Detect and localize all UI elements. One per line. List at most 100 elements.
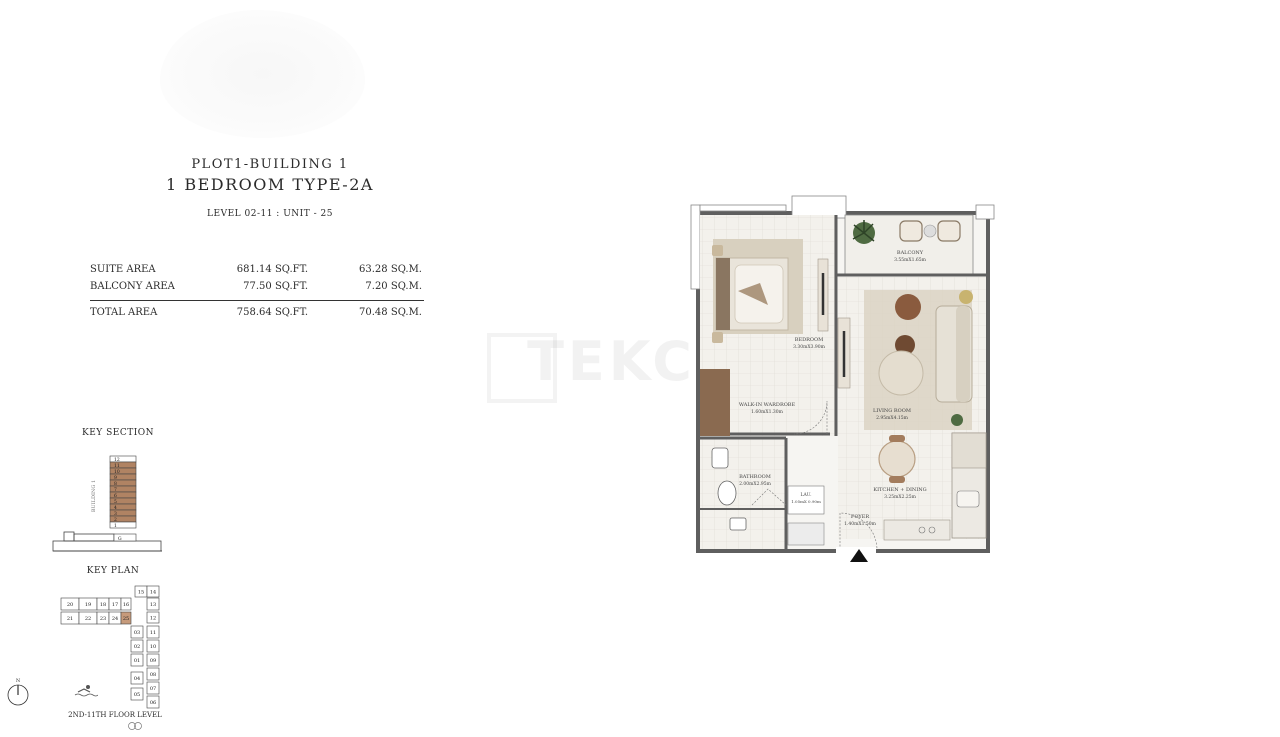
key-plan-unit-label: 21 <box>67 616 73 622</box>
key-plan-unit-label: 04 <box>134 676 140 682</box>
key-plan-unit-label: 13 <box>150 602 156 608</box>
key-plan-unit-label: 10 <box>150 644 156 650</box>
tree-icon <box>128 722 142 730</box>
key-plan-unit <box>146 625 160 639</box>
room-balcony-dims: 3.55mX1.65m <box>894 257 927 263</box>
plant-icon <box>951 414 963 426</box>
key-plan-unit-label: 15 <box>138 590 144 596</box>
total-sqm: 70.48 SQ.M. <box>359 307 422 318</box>
key-section-floor-label: 9 <box>114 475 117 481</box>
kitchen-counter-bottom <box>883 519 951 541</box>
key-plan-unit-label: 12 <box>150 616 156 622</box>
key-plan-unit-label: 07 <box>150 686 156 692</box>
key-plan-unit-label: 19 <box>85 602 91 608</box>
area-sqft: 681.14 SQ.FT. <box>236 264 308 275</box>
sink <box>956 490 980 508</box>
key-section-floor-label: 1 <box>114 523 117 529</box>
key-plan-unit-label: 03 <box>134 630 140 636</box>
plot-building-title: PLOT1-BUILDING 1 <box>191 157 349 172</box>
key-plan-unit <box>120 611 132 625</box>
wardrobe-door <box>787 522 825 546</box>
key-plan-unit-label: 16 <box>123 602 129 608</box>
room-wardrobe-name: WALK-IN WARDROBE <box>739 402 796 408</box>
side-table <box>895 335 915 355</box>
key-section-floor-label: 4 <box>114 505 117 511</box>
pool-icon <box>74 685 98 697</box>
entrance-arrow-icon <box>850 549 868 562</box>
key-section-floor <box>113 533 137 542</box>
balcony-chair <box>899 220 961 242</box>
room-kitchen-name: KITCHEN + DINING <box>873 487 926 493</box>
key-plan-unit-label: 08 <box>150 672 156 678</box>
key-plan-unit-label: 06 <box>150 700 156 706</box>
shower-tray <box>729 517 747 531</box>
key-plan-unit-label: 14 <box>150 590 156 596</box>
room-wardrobe-dims: 1.60mX1.30m <box>751 409 784 415</box>
key-section-floor-label: 8 <box>114 481 117 487</box>
room-laundry-name: LAU. <box>800 492 812 498</box>
area-table: SUITE AREA 681.14 SQ.FT. 63.28 SQ.M. BAL… <box>90 264 424 324</box>
key-section-floor-label: 5 <box>114 499 117 505</box>
key-plan-unit <box>146 639 160 653</box>
key-plan-title: KEY PLAN <box>86 566 140 576</box>
total-sqft: 758.64 SQ.FT. <box>236 307 308 318</box>
area-label: SUITE AREA <box>90 264 156 275</box>
sofa <box>935 305 973 403</box>
logo-placeholder <box>160 10 365 138</box>
key-plan-unit-label: 02 <box>134 644 140 650</box>
area-row-total: TOTAL AREA 758.64 SQ.FT. 70.48 SQ.M. <box>90 307 424 324</box>
key-plan-unit <box>130 687 144 701</box>
total-label: TOTAL AREA <box>90 307 158 318</box>
key-plan-unit <box>146 585 160 598</box>
key-plan-unit-label: 17 <box>112 602 118 608</box>
toilet <box>717 480 737 506</box>
floor-plan: BALCONY 3.55mX1.65m BEDROOM 3.30mX3.90m … <box>690 195 995 553</box>
area-sqft: 77.50 SQ.FT. <box>243 281 308 292</box>
room-laundry-dims: 1.05mX 0.90m <box>791 499 821 504</box>
key-plan-unit <box>146 667 160 681</box>
room-living-dims: 2.95mX4.15m <box>876 415 909 421</box>
key-plan-unit <box>146 597 160 611</box>
key-section-floor-label: 12 <box>114 457 120 463</box>
nightstand <box>712 332 723 343</box>
key-plan-unit <box>146 653 160 667</box>
wardrobe-cabinet <box>700 369 730 436</box>
unit-type-title: 1 BEDROOM TYPE-2A <box>166 175 374 194</box>
area-sqm: 7.20 SQ.M. <box>365 281 422 292</box>
key-plan-unit-label: 01 <box>134 658 140 664</box>
room-bathroom-name: BATHROOM <box>739 474 771 480</box>
key-section-floor-label: 2 <box>114 517 117 523</box>
key-section-floor-label: G <box>118 536 122 542</box>
key-plan-unit <box>130 653 144 667</box>
area-row-balcony: BALCONY AREA 77.50 SQ.FT. 7.20 SQ.M. <box>90 281 424 298</box>
north-arrow-icon: N <box>7 678 29 706</box>
room-bedroom-dims: 3.30mX3.90m <box>793 344 826 350</box>
key-plan-unit <box>146 681 160 695</box>
key-plan-unit-label: 18 <box>100 602 106 608</box>
plant-icon <box>852 220 875 244</box>
key-plan-unit-label: 23 <box>100 616 106 622</box>
wash-basin <box>711 447 729 469</box>
key-section-title: KEY SECTION <box>81 428 155 438</box>
room-kitchen-dims: 3.25mX2.25m <box>884 494 917 500</box>
key-section-floor <box>109 521 137 529</box>
area-sqm: 63.28 SQ.M. <box>359 264 422 275</box>
key-section-floor-label: 7 <box>114 487 117 493</box>
key-section-floor-label: 6 <box>114 493 117 499</box>
area-divider <box>90 300 424 301</box>
dining-table <box>878 440 916 478</box>
key-plan-unit <box>130 671 144 685</box>
area-label: BALCONY AREA <box>90 281 175 292</box>
floor-lamp <box>959 290 973 304</box>
key-section-floor-label: 3 <box>114 511 117 517</box>
room-foyer-name: FOYER <box>851 514 870 520</box>
coffee-table <box>878 350 924 396</box>
floor-level-label: 2ND-11TH FLOOR LEVEL <box>68 711 162 719</box>
key-plan-unit <box>130 625 144 639</box>
room-balcony-name: BALCONY <box>897 250 924 256</box>
nightstand <box>712 245 723 256</box>
armchair <box>895 294 921 320</box>
